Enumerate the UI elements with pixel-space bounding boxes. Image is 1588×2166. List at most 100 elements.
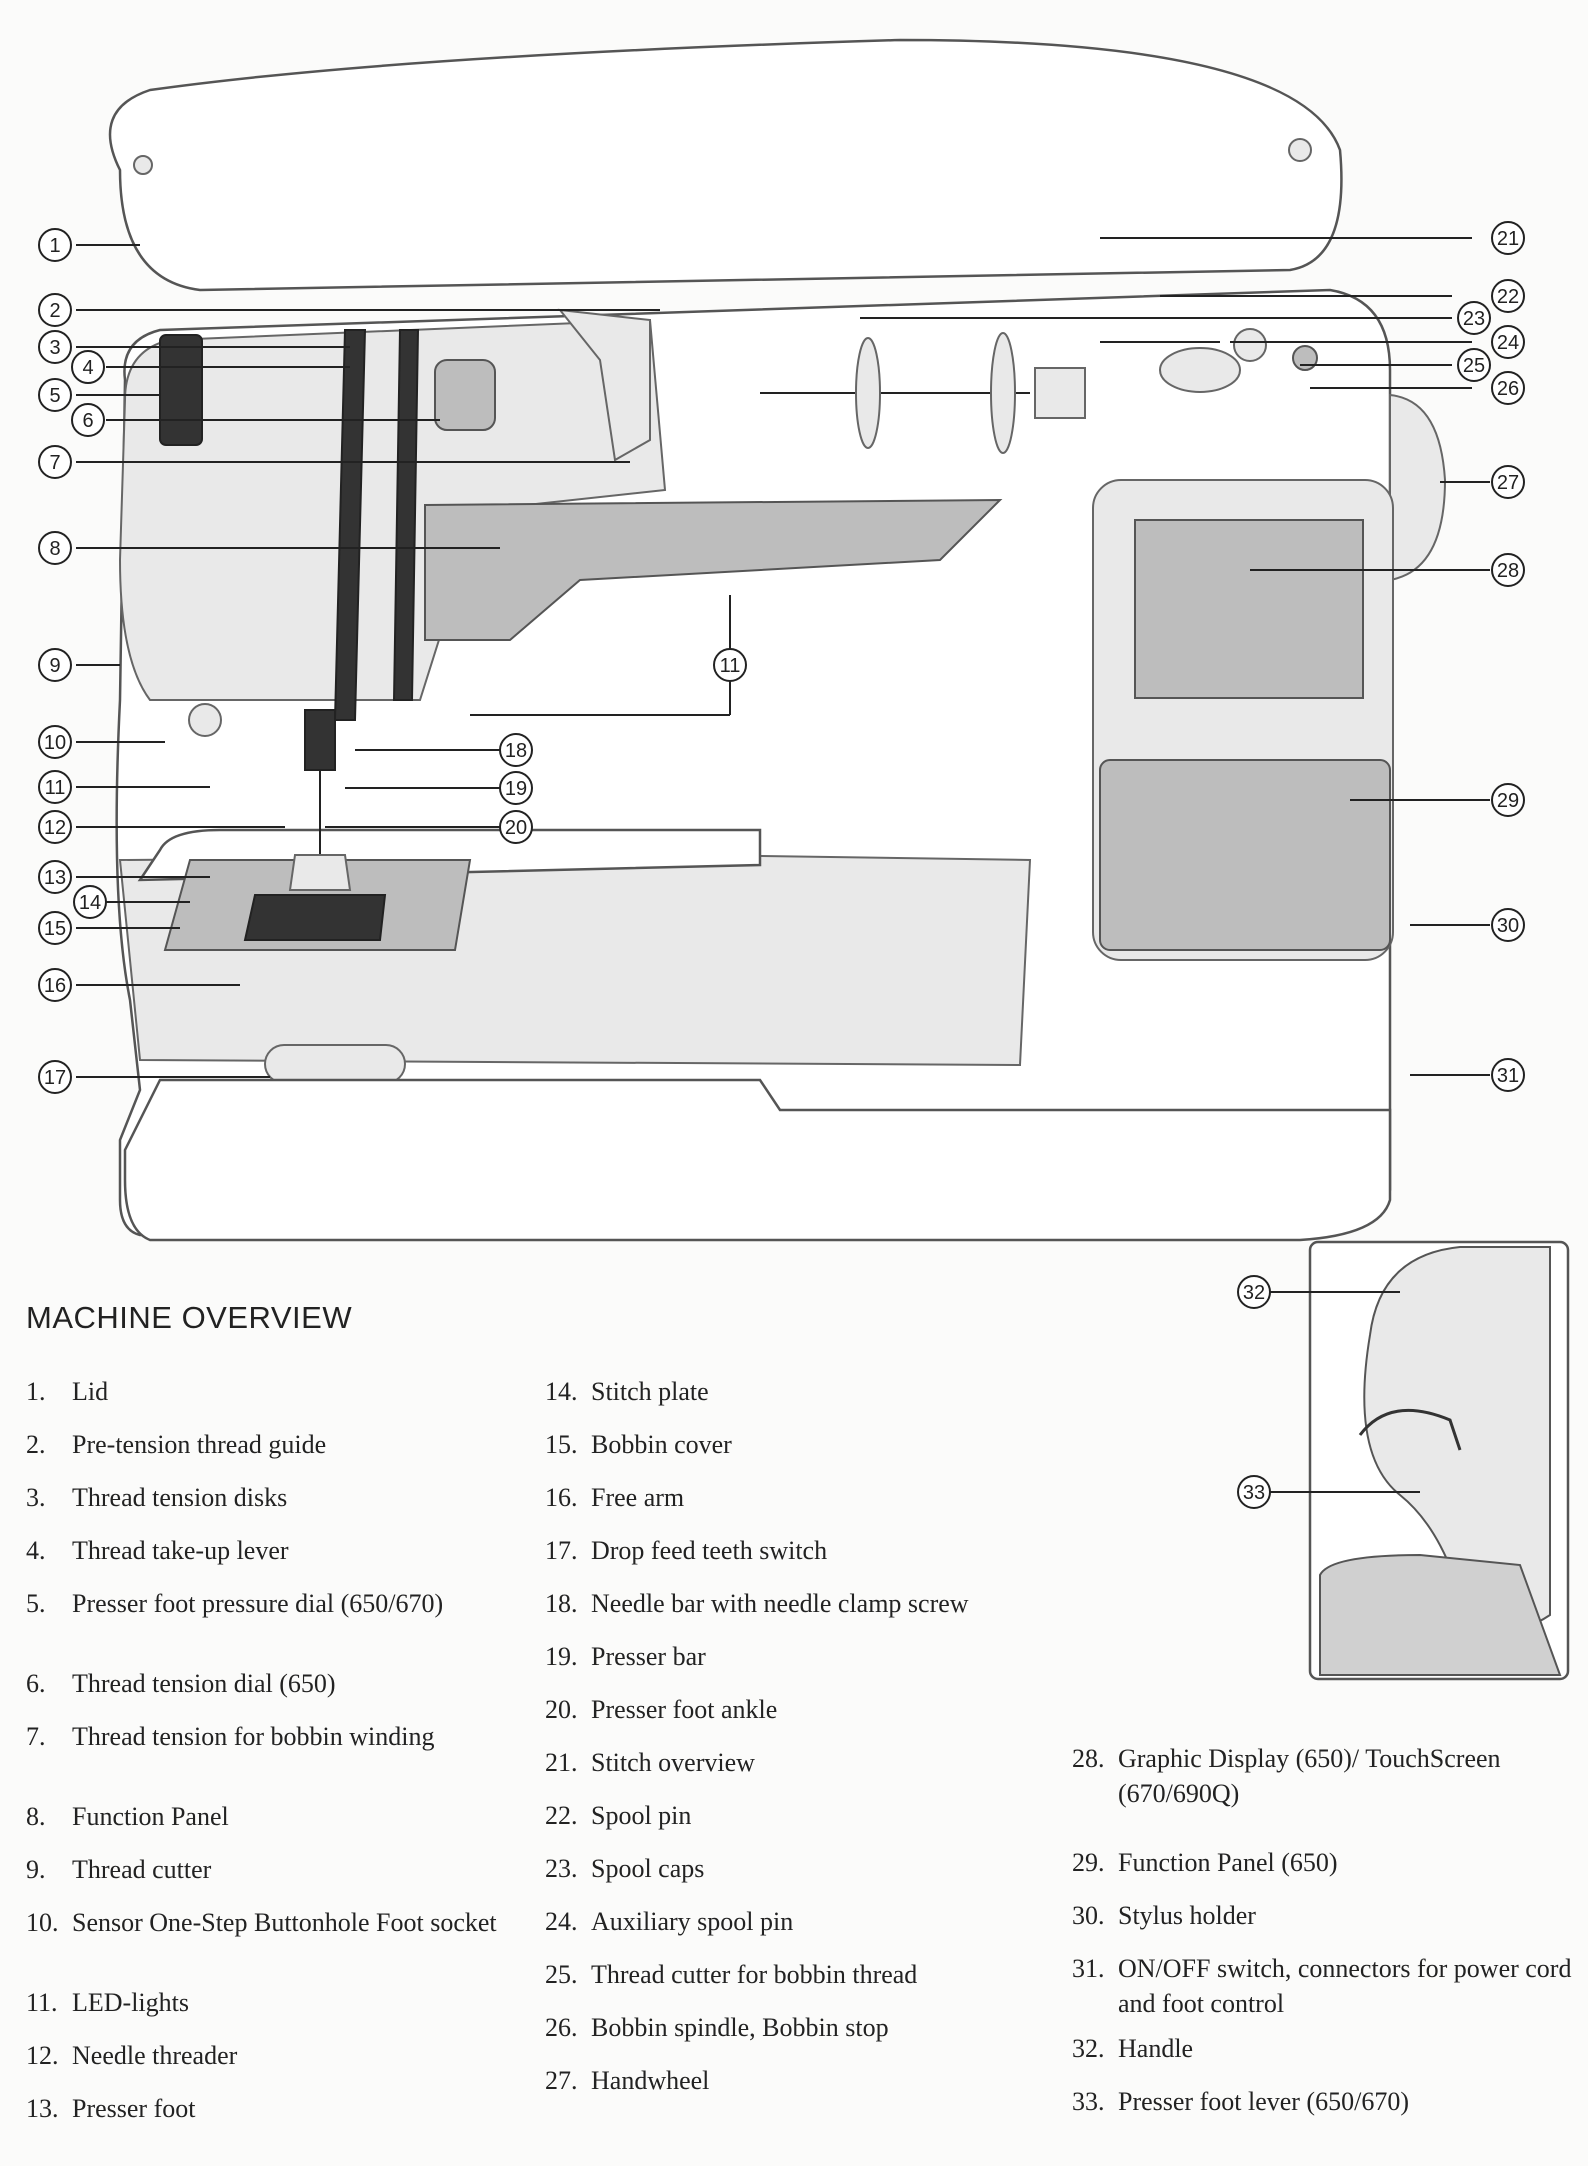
part-item: 28.Graphic Display (650)/ TouchScreen (6… (1072, 1741, 1582, 1845)
part-number: 16. (545, 1483, 578, 1512)
part-label: Thread tension for bobbin winding (72, 1722, 435, 1751)
part-label: Stitch plate (591, 1377, 709, 1406)
svg-text:14: 14 (79, 892, 101, 914)
callout-4 (71, 350, 105, 384)
presser-foot-shape (288, 854, 352, 891)
part-label: Handle (1118, 2034, 1194, 2063)
svg-text:16: 16 (44, 975, 66, 997)
part-number: 31. (1072, 1954, 1105, 1983)
part-label: Sensor One-Step Buttonhole Foot socket (72, 1908, 497, 1937)
part-label: Auxiliary spool pin (591, 1907, 794, 1936)
part-item: 11.LED-lights (26, 1985, 546, 2038)
part-label: Thread cutter (72, 1855, 212, 1884)
callout-2 (38, 293, 72, 327)
part-item: 31.ON/OFF switch, connectors for power c… (1072, 1951, 1582, 2031)
svg-text:4: 4 (82, 357, 93, 379)
callout-24 (1491, 325, 1525, 359)
take-up-channel (333, 329, 367, 721)
part-number: 22. (545, 1801, 578, 1830)
part-number: 4. (26, 1536, 46, 1565)
callout-6 (71, 403, 105, 437)
part-item: 26.Bobbin spindle, Bobbin stop (545, 2010, 1065, 2063)
svg-text:3: 3 (49, 337, 60, 359)
inset-lever (1358, 1408, 1462, 1451)
part-label: Spool pin (591, 1801, 692, 1830)
part-number: 7. (26, 1722, 46, 1751)
part-label: Needle bar with needle clamp screw (591, 1589, 969, 1618)
svg-text:1: 1 (49, 235, 60, 257)
part-label: Thread take-up lever (72, 1536, 289, 1565)
pressure-dial (159, 334, 203, 446)
part-number: 18. (545, 1589, 578, 1618)
svg-text:28: 28 (1497, 560, 1519, 582)
callout-27 (1491, 465, 1525, 499)
part-label: Presser foot (72, 2094, 196, 2123)
callout-23 (1457, 301, 1491, 335)
part-label: Free arm (591, 1483, 685, 1512)
part-item: 10.Sensor One-Step Buttonhole Foot socke… (26, 1905, 546, 1985)
svg-text:15: 15 (44, 918, 66, 940)
svg-text:25: 25 (1463, 355, 1485, 377)
svg-text:2: 2 (49, 300, 60, 322)
part-item: 6. Thread tension dial (650) (26, 1666, 546, 1719)
callout-12 (38, 810, 72, 844)
part-item: 29.Function Panel (650) (1072, 1845, 1582, 1898)
part-label: Pre-tension thread guide (72, 1430, 327, 1459)
part-number: 23. (545, 1854, 578, 1883)
svg-text:13: 13 (44, 867, 66, 889)
needle-bar (304, 709, 336, 771)
callout-20 (499, 810, 533, 844)
part-label: Thread tension dial (650) (72, 1669, 336, 1698)
part-number: 6. (26, 1669, 46, 1698)
part-number: 17. (545, 1536, 578, 1565)
part-item: 5.Presser foot pressure dial (650/670) (26, 1586, 546, 1666)
callout-16 (38, 968, 72, 1002)
part-number: 25. (545, 1960, 578, 1989)
svg-text:8: 8 (49, 538, 60, 560)
callout-21 (1491, 221, 1525, 255)
callout-3 (38, 330, 72, 364)
part-number: 32. (1072, 2034, 1105, 2063)
part-label: Spool caps (591, 1854, 705, 1883)
callout-13 (38, 860, 72, 894)
part-number: 29. (1072, 1848, 1105, 1877)
svg-text:26: 26 (1497, 378, 1519, 400)
callout-14 (73, 885, 107, 919)
part-item: 1. Lid (26, 1374, 546, 1427)
leader-lines (76, 237, 1490, 1078)
svg-text:7: 7 (49, 452, 60, 474)
part-label: Stylus holder (1118, 1901, 1256, 1930)
svg-text:20: 20 (505, 817, 527, 839)
part-item: 23. Spool caps (545, 1851, 1065, 1904)
part-label: Bobbin cover (591, 1430, 732, 1459)
callout-18 (499, 733, 533, 767)
part-item: 16. Free arm (545, 1480, 1065, 1533)
bobbin-tension-guide (557, 308, 651, 462)
part-label: Needle threader (72, 2041, 238, 2070)
part-label: Thread cutter for bobbin thread (591, 1960, 918, 1989)
svg-text:18: 18 (505, 740, 527, 762)
svg-text:11: 11 (720, 655, 741, 677)
part-label: Function Panel (72, 1802, 229, 1831)
part-label: Lid (72, 1377, 109, 1406)
part-label: Presser foot pressure dial (650/670) (72, 1589, 444, 1618)
part-label: Presser bar (591, 1642, 706, 1671)
svg-text:9: 9 (49, 655, 60, 677)
part-number: 1. (26, 1377, 46, 1406)
svg-text:31: 31 (1497, 1065, 1519, 1087)
part-number: 15. (545, 1430, 578, 1459)
callouts-left: 1 2 3 4 5 6 7 8 9 10 11 12 13 14 15 16 1… (38, 228, 107, 1094)
svg-text:24: 24 (1497, 332, 1519, 354)
tension-dial (434, 359, 496, 431)
part-number: 19. (545, 1642, 578, 1671)
part-item: 20.Presser foot ankle (545, 1692, 1065, 1745)
svg-text:23: 23 (1463, 308, 1485, 330)
part-number: 13. (26, 2094, 59, 2123)
part-item: 14.Stitch plate (545, 1374, 1065, 1427)
part-item: 22. Spool pin (545, 1798, 1065, 1851)
svg-text:17: 17 (44, 1067, 66, 1089)
callout-15 (38, 911, 72, 945)
function-panel-650-shape (1099, 759, 1391, 951)
svg-text:6: 6 (82, 410, 93, 432)
section-heading: MACHINE OVERVIEW (26, 1300, 353, 1335)
